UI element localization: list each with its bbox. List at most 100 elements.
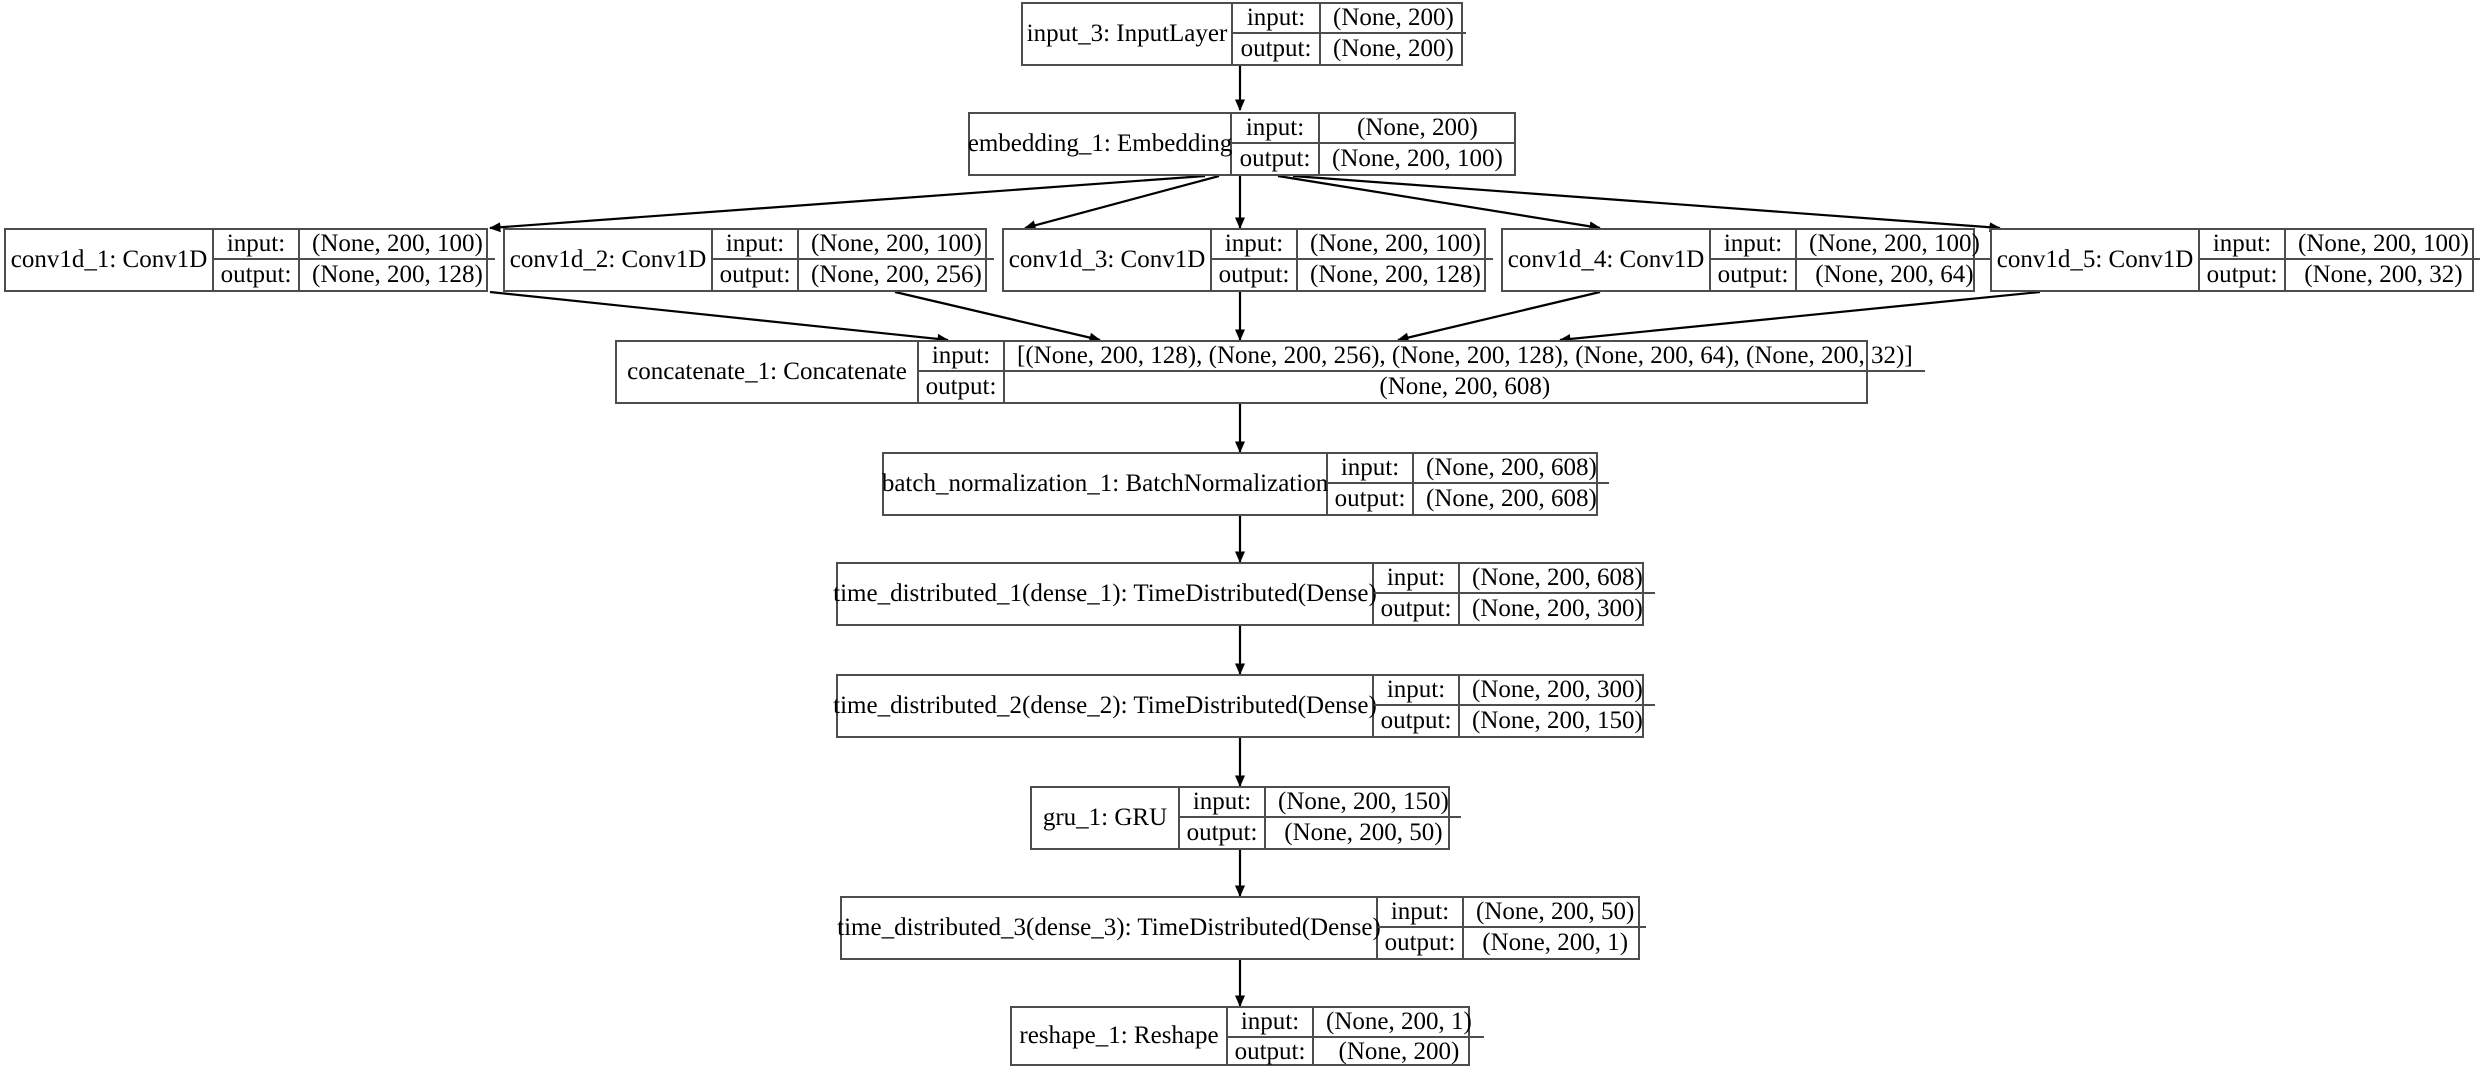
input-shape: (None, 200, 100)	[811, 230, 982, 257]
output-shape: (None, 200, 256)	[811, 261, 982, 288]
io-row-input: input: (None, 200, 100)	[1711, 230, 1992, 260]
output-shape: (None, 200, 608)	[1426, 485, 1597, 512]
output-label: output:	[1328, 484, 1414, 514]
output-label: output:	[1228, 1038, 1314, 1066]
input-shape: (None, 200)	[1333, 4, 1454, 31]
input-label: input:	[1228, 1008, 1314, 1036]
io-row-output: output: (None, 200, 300)	[1374, 594, 1655, 624]
node-label: embedding_1: Embedding	[968, 114, 1232, 174]
input-label: input:	[1711, 230, 1797, 258]
io-row-output: output: (None, 200, 128)	[214, 260, 495, 290]
output-shape: (None, 200, 1)	[1482, 929, 1629, 956]
node-label: time_distributed_2(dense_2): TimeDistrib…	[833, 676, 1377, 736]
io-block: input: (None, 200) output: (None, 200, 1…	[1232, 114, 1515, 174]
input-shape: (None, 200, 100)	[1310, 230, 1481, 257]
node-time-distributed-1[interactable]: time_distributed_1(dense_1): TimeDistrib…	[833, 562, 1655, 626]
output-label: output:	[1232, 144, 1320, 174]
input-label: input:	[713, 230, 799, 258]
node-label: conv1d_3: Conv1D	[1004, 230, 1212, 290]
io-row-input: input: (None, 200, 50)	[1378, 898, 1647, 928]
node-conv1d-2[interactable]: conv1d_2: Conv1D input: (None, 200, 100)…	[503, 228, 994, 292]
node-conv1d-1[interactable]: conv1d_1: Conv1D input: (None, 200, 100)…	[4, 228, 495, 292]
input-shape: (None, 200, 50)	[1476, 898, 1635, 925]
io-block: input: (None, 200, 100) output: (None, 2…	[1711, 230, 1992, 290]
io-block: input: (None, 200) output: (None, 200)	[1233, 4, 1466, 64]
output-label: output:	[1233, 34, 1321, 64]
output-shape: (None, 200, 100)	[1332, 145, 1503, 172]
input-shape: (None, 200, 100)	[2298, 230, 2469, 257]
io-block: input: (None, 200, 608) output: (None, 2…	[1374, 564, 1655, 624]
node-time-distributed-2[interactable]: time_distributed_2(dense_2): TimeDistrib…	[833, 674, 1655, 738]
input-shape: (None, 200)	[1357, 114, 1478, 141]
io-block: input: (None, 200, 100) output: (None, 2…	[713, 230, 994, 290]
io-block: input: (None, 200, 100) output: (None, 2…	[2200, 230, 2480, 290]
input-label: input:	[919, 342, 1005, 370]
input-shape: (None, 200, 100)	[1809, 230, 1980, 257]
node-label: time_distributed_3(dense_3): TimeDistrib…	[837, 898, 1381, 958]
io-row-input: input: (None, 200, 300)	[1374, 676, 1655, 706]
io-row-output: output: (None, 200, 608)	[919, 372, 1925, 402]
output-label: output:	[1374, 594, 1460, 624]
node-label: batch_normalization_1: BatchNormalizatio…	[882, 454, 1328, 514]
input-label: input:	[214, 230, 300, 258]
io-block: input: [(None, 200, 128), (None, 200, 25…	[919, 342, 1925, 402]
io-row-input: input: (None, 200, 1)	[1228, 1008, 1484, 1038]
io-block: input: (None, 200, 150) output: (None, 2…	[1180, 788, 1461, 848]
edge-embedding_1-conv1d_1	[489, 174, 1206, 233]
input-label: input:	[1374, 676, 1460, 704]
output-shape: (None, 200)	[1338, 1038, 1460, 1065]
output-label: output:	[1711, 260, 1797, 290]
node-label: conv1d_5: Conv1D	[1992, 230, 2200, 290]
node-reshape-1[interactable]: reshape_1: Reshape input: (None, 200, 1)…	[1010, 1006, 1484, 1066]
io-block: input: (None, 200, 608) output: (None, 2…	[1328, 454, 1609, 514]
node-label: gru_1: GRU	[1032, 788, 1180, 848]
io-row-input: input: (None, 200, 608)	[1374, 564, 1655, 594]
node-label: time_distributed_1(dense_1): TimeDistrib…	[833, 564, 1377, 624]
output-label: output:	[1374, 706, 1460, 736]
edge-conv1d_5-concatenate_1	[1559, 290, 2041, 344]
io-row-input: input: (None, 200, 100)	[2200, 230, 2480, 260]
io-row-input: input: (None, 200, 100)	[713, 230, 994, 260]
io-row-output: output: (None, 200, 50)	[1180, 818, 1461, 848]
io-row-output: output: (None, 200, 1)	[1378, 928, 1646, 958]
node-batch-normalization-1[interactable]: batch_normalization_1: BatchNormalizatio…	[882, 452, 1609, 516]
input-label: input:	[1212, 230, 1298, 258]
node-label: input_3: InputLayer	[1023, 4, 1233, 64]
io-row-output: output: (None, 200, 32)	[2200, 260, 2480, 290]
io-row-input: input: (None, 200)	[1233, 4, 1466, 34]
io-block: input: (None, 200, 1) output: (None, 200…	[1228, 1008, 1484, 1066]
io-block: input: (None, 200, 100) output: (None, 2…	[214, 230, 495, 290]
edge-embedding_1-conv1d_5	[1292, 174, 2001, 233]
input-shape: (None, 200, 1)	[1326, 1008, 1472, 1035]
node-concatenate-1[interactable]: concatenate_1: Concatenate input: [(None…	[615, 340, 1925, 404]
node-conv1d-3[interactable]: conv1d_3: Conv1D input: (None, 200, 100)…	[1002, 228, 1493, 292]
edge-embedding_1-conv1d_2	[1024, 174, 1220, 231]
edge-conv1d_4-concatenate_1	[1397, 290, 1601, 343]
output-label: output:	[1180, 818, 1266, 848]
node-conv1d-5[interactable]: conv1d_5: Conv1D input: (None, 200, 100)…	[1990, 228, 2480, 292]
input-shape: (None, 200, 100)	[312, 230, 483, 257]
node-embedding-1[interactable]: embedding_1: Embedding input: (None, 200…	[968, 112, 1516, 176]
node-gru-1[interactable]: gru_1: GRU input: (None, 200, 150) outpu…	[1030, 786, 1461, 850]
node-conv1d-4[interactable]: conv1d_4: Conv1D input: (None, 200, 100)…	[1501, 228, 1992, 292]
node-time-distributed-3[interactable]: time_distributed_3(dense_3): TimeDistrib…	[837, 896, 1647, 960]
io-row-input: input: (None, 200)	[1232, 114, 1515, 144]
io-row-input: input: (None, 200, 150)	[1180, 788, 1461, 818]
io-row-input: input: [(None, 200, 128), (None, 200, 25…	[919, 342, 1925, 372]
output-label: output:	[713, 260, 799, 290]
edge-conv1d_2-concatenate_1	[894, 290, 1101, 343]
output-shape: (None, 200, 32)	[2304, 261, 2463, 288]
io-block: input: (None, 200, 100) output: (None, 2…	[1212, 230, 1493, 290]
output-shape: (None, 200, 150)	[1472, 707, 1643, 734]
io-block: input: (None, 200, 300) output: (None, 2…	[1374, 676, 1655, 736]
output-label: output:	[2200, 260, 2286, 290]
output-label: output:	[1378, 928, 1464, 958]
io-block: input: (None, 200, 50) output: (None, 20…	[1378, 898, 1647, 958]
node-input-3[interactable]: input_3: InputLayer input: (None, 200) o…	[1021, 2, 1466, 66]
output-shape: (None, 200, 608)	[1379, 373, 1551, 400]
input-label: input:	[1233, 4, 1321, 32]
io-row-output: output: (None, 200, 256)	[713, 260, 994, 290]
io-row-output: output: (None, 200, 608)	[1328, 484, 1609, 514]
input-label: input:	[1378, 898, 1464, 926]
